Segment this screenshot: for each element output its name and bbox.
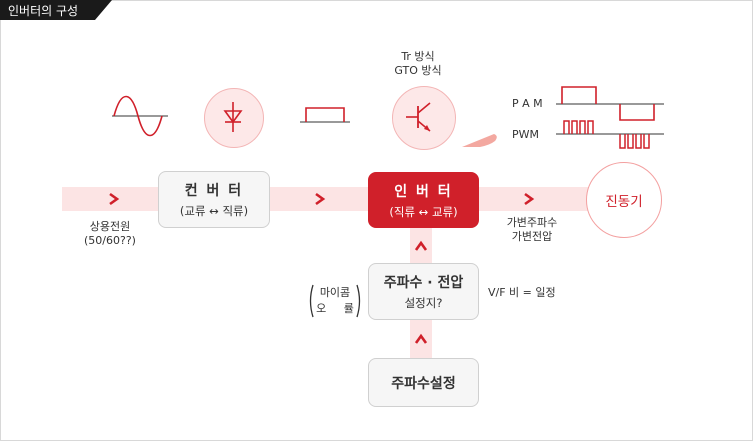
inverter-box: 인 버 터 (직류 ↔ 교류) bbox=[368, 172, 479, 228]
output-label-line1: 가변주파수 bbox=[506, 216, 558, 229]
frequency-voltage-setter-box: 주파수 · 전압 설정지? bbox=[368, 263, 479, 320]
pam-label: P A M bbox=[512, 97, 543, 110]
vf-ratio-label: V/F 비 = 일정 bbox=[488, 286, 556, 299]
inverter-name: 인 버 터 bbox=[394, 183, 453, 200]
converter-name: 컨 버 터 bbox=[184, 183, 244, 199]
bracket-line2: 오 률 bbox=[316, 302, 354, 315]
inverter-method-line2: GTO 방식 bbox=[394, 64, 442, 77]
bracket-line1: 마이콤 bbox=[319, 286, 351, 299]
pwm-pointer-shape bbox=[462, 134, 497, 147]
inverter-method-line1: Tr 방식 bbox=[401, 50, 435, 63]
dc-pulse-icon bbox=[300, 107, 350, 123]
transistor-icon bbox=[406, 102, 431, 132]
pwm-label: PWM bbox=[512, 128, 540, 141]
flow-arrow-up-1 bbox=[414, 240, 428, 251]
right-bracket bbox=[356, 284, 361, 318]
frequency-setting-name: 주파수설정 bbox=[391, 375, 456, 392]
ac-sine-wave-icon bbox=[112, 95, 168, 137]
motor-label: 진동기 bbox=[605, 194, 643, 210]
input-label-line1: 상용전원 bbox=[89, 220, 131, 233]
pam-waveform bbox=[556, 86, 664, 121]
output-label-line2: 가변전압 bbox=[511, 230, 553, 243]
flow-arrow-1 bbox=[109, 192, 120, 206]
pwm-waveform bbox=[556, 120, 664, 149]
converter-box: 컨 버 터 (교류 ↔ 직류) bbox=[158, 171, 270, 228]
diode-icon bbox=[223, 102, 243, 132]
frequency-setting-box: 주파수설정 bbox=[368, 358, 479, 407]
setter-desc: 설정지? bbox=[404, 296, 443, 310]
transistor-circle bbox=[392, 86, 456, 150]
flow-arrow-up-2 bbox=[414, 333, 428, 344]
diagram-title: 인버터의 구성 bbox=[8, 4, 79, 18]
motor-circle: 진동기 bbox=[586, 162, 662, 238]
title-tab bbox=[0, 0, 112, 20]
rectifier-circle bbox=[204, 88, 264, 148]
left-bracket bbox=[309, 284, 314, 318]
setter-name: 주파수 · 전압 bbox=[383, 275, 464, 291]
input-label-line2: (50/60??) bbox=[84, 234, 136, 247]
main-flow-band bbox=[62, 187, 590, 211]
flow-arrow-3 bbox=[524, 192, 535, 206]
inverter-desc: (직류 ↔ 교류) bbox=[389, 204, 458, 219]
converter-desc: (교류 ↔ 직류) bbox=[179, 204, 249, 218]
flow-arrow-2 bbox=[315, 192, 326, 206]
